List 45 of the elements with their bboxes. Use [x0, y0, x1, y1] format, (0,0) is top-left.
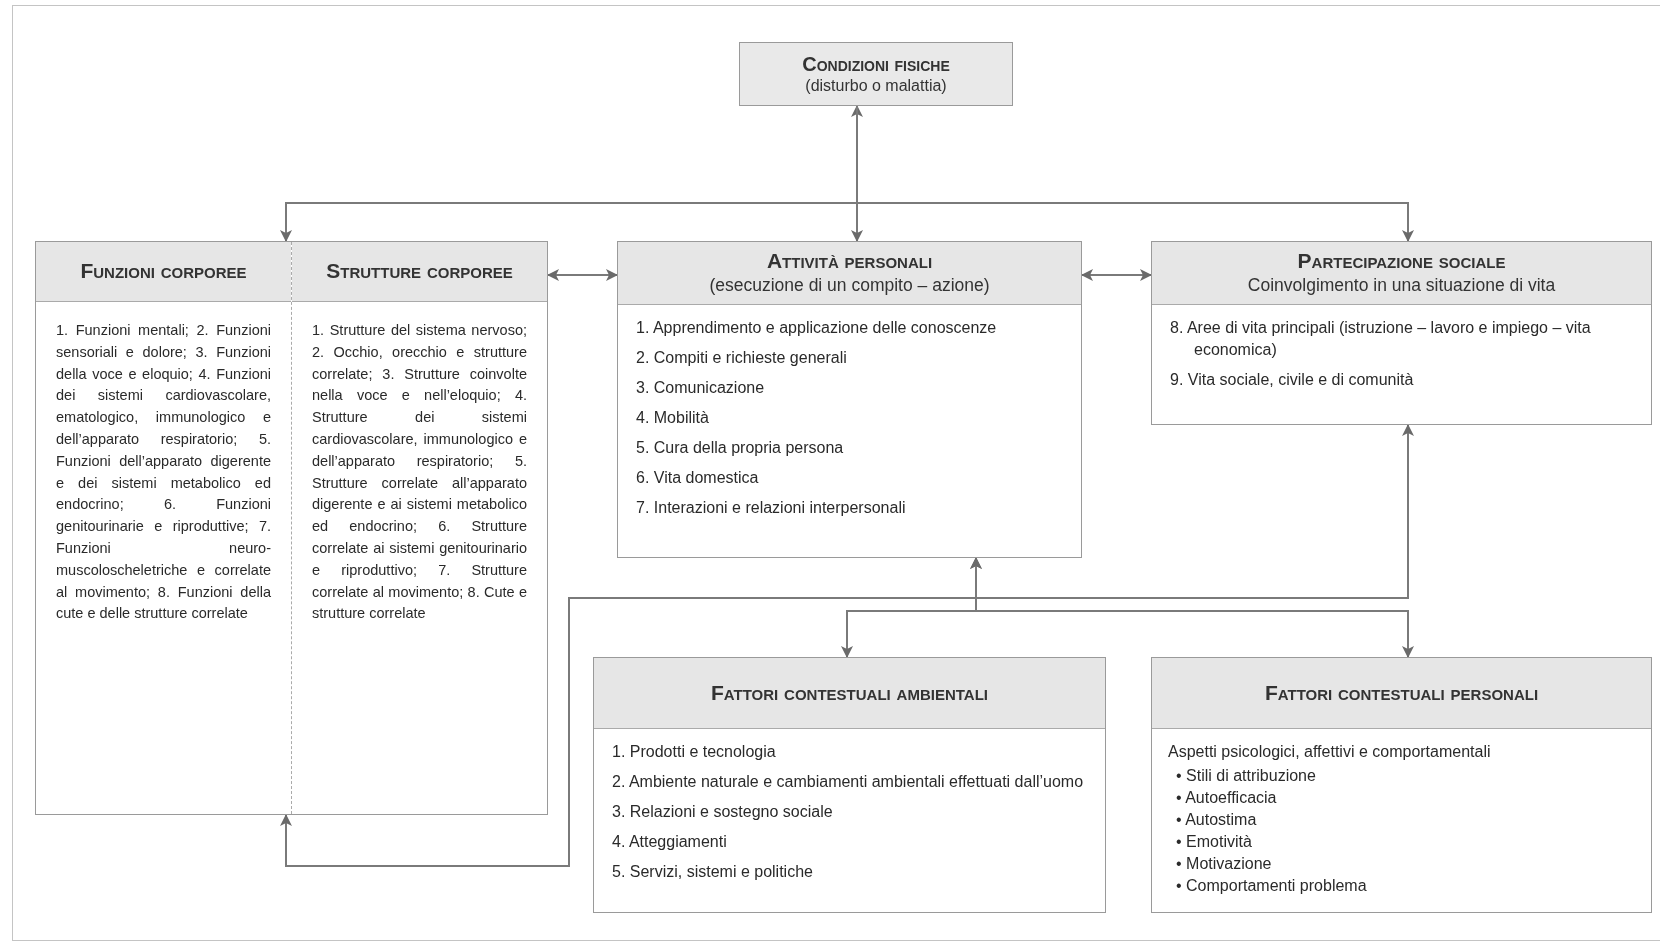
box-heading: Attività personali: [766, 250, 933, 273]
list-item: 4. Mobilità: [636, 408, 710, 428]
list-item: 9. Vita sociale, civile e di comunità: [1170, 370, 1415, 390]
box-heading: Fattori contestuali personali: [1264, 681, 1539, 704]
box-subtitle: Coinvolgimento in una situazione di vita: [1247, 274, 1556, 296]
list-item: 1. Prodotti e tecnologia: [612, 742, 777, 762]
column-heading: Strutture corporee: [326, 260, 513, 283]
category-box: [617, 241, 1082, 558]
connector-arrow: [280, 424, 1414, 867]
list-item: 8. Aree di vita principali (istruzione – lavoro e impiego – vita economica): [1170, 318, 1592, 360]
bullet-item: • Stili di attribuzione: [1176, 766, 1317, 786]
connector-arrow: [970, 557, 1414, 658]
category-box: [1151, 657, 1652, 913]
list-item: 6. Vita domestica: [636, 468, 760, 488]
list-item: 3. Relazioni e sostegno sociale: [612, 802, 834, 822]
category-box: [1151, 241, 1652, 425]
paragraph: 1. Funzioni mentali; 2. Funzioni sensoriali e dolore; 3. Funzioni della voce e eloquio; 4. Funzioni dei sistemi cardiovascolare, ematologico, immunologico e dell’apparato respiratorio; 5. Funzioni dell’apparato digerente e dei sistemi metabolico ed endocrino; 6. Funzioni genitourinarie e riproduttive; 7. Funzioni neuro-muscoloscheletriche e correlate al movimento; 8. Funzioni della cute e delle strutture correlate: [56, 321, 271, 624]
list-item: 7. Interazioni e relazioni interpersonali: [636, 498, 907, 518]
box-subtitle: (esecuzione di un compito – azione): [709, 274, 990, 296]
split-box: [35, 241, 548, 815]
bullet-item: • Autoefficacia: [1176, 788, 1278, 808]
condition-box: [739, 42, 1013, 106]
box-subtitle: (disturbo o malattia): [805, 76, 947, 95]
column-panel: [36, 242, 292, 814]
box-heading: Fattori contestuali ambientali: [711, 681, 988, 704]
connector-arrow: [1081, 269, 1152, 281]
bullet-item: • Motivazione: [1176, 854, 1273, 874]
list-item: 1. Apprendimento e applicazione delle conoscenze: [636, 318, 998, 338]
list-item: 4. Atteggiamenti: [612, 832, 728, 852]
box-heading: Partecipazione sociale: [1297, 250, 1506, 273]
column-heading: Funzioni corporee: [80, 260, 247, 283]
bullet-item: • Emotività: [1176, 832, 1253, 852]
intro-text: Aspetti psicologici, affettivi e comportamentali: [1168, 742, 1492, 762]
paragraph: 1. Strutture del sistema nervoso; 2. Occhio, orecchio e strutture correlate; 3. Strutture coinvolte nella voce e nell’eloquio; 4. Strutture dei sistemi cardiovascolare, immunologico e dell’apparato respiratorio; 5. Strutture correlate all’apparato digerente e ai sistemi metabolico ed endocrino; 6. Strutture correlate ai sistemi genitourinario e riproduttivo; 7. Strutture correlate al movimento; 8. Cute e strutture correlate: [312, 321, 527, 624]
list-item: 5. Cura della propria persona: [636, 438, 845, 458]
list-item: 2. Compiti e richieste generali: [636, 348, 848, 368]
bullet-item: • Comportamenti problema: [1176, 876, 1368, 896]
list-item: 3. Comunicazione: [636, 378, 766, 398]
list-item: 2. Ambiente naturale e cambiamenti ambientali effettuati dall’uomo: [612, 772, 1085, 792]
connector-arrow: [851, 105, 863, 242]
connector-arrow: [547, 269, 618, 281]
bullet-item: • Autostima: [1176, 810, 1258, 830]
category-box: [593, 657, 1106, 913]
box-heading: Condizioni fisiche: [802, 53, 950, 75]
list-item: 5. Servizi, sistemi e politiche: [612, 862, 814, 882]
